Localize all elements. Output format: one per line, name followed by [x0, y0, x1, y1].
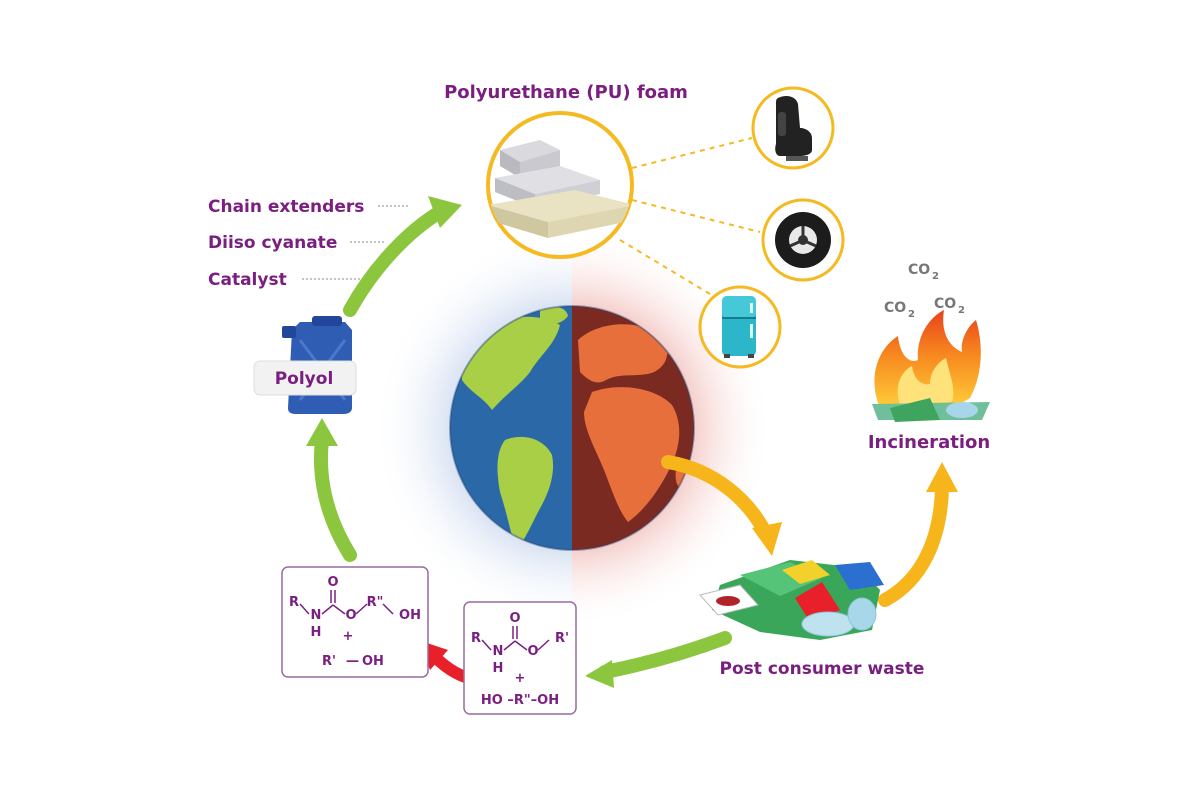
- label-catalyst: Catalyst: [208, 270, 287, 290]
- svg-text:N: N: [493, 644, 504, 659]
- orange-arrow-to-incineration: [878, 462, 958, 607]
- svg-text:O: O: [509, 611, 520, 626]
- svg-text:R': R': [322, 654, 336, 669]
- co2-label-right: CO 2: [934, 296, 965, 316]
- svg-text:2: 2: [958, 305, 965, 316]
- svg-text:O: O: [345, 608, 356, 623]
- svg-text:CO: CO: [884, 300, 906, 316]
- diagram-title: Polyurethane (PU) foam: [444, 82, 688, 103]
- label-post-consumer-waste: Post consumer waste: [720, 659, 925, 679]
- svg-text:R: R: [471, 631, 481, 646]
- svg-text:2: 2: [932, 271, 939, 282]
- green-arrow-waste-to-chem: [585, 631, 732, 688]
- svg-text:O: O: [527, 644, 538, 659]
- foam-slabs-icon: [486, 111, 634, 259]
- svg-text:R': R': [555, 631, 569, 646]
- svg-text:—: —: [346, 654, 359, 669]
- product-connectors: [619, 137, 761, 301]
- jerrycan-icon: [253, 316, 357, 414]
- svg-text:CO: CO: [934, 296, 956, 312]
- label-diisocyanate: Diiso cyanate: [208, 233, 337, 253]
- plastic-waste-icon: [699, 560, 884, 640]
- svg-text:R": R": [367, 595, 384, 610]
- orange-arrow-to-waste: [661, 455, 782, 556]
- refrigerator-icon: [698, 285, 782, 369]
- label-chain-extenders: Chain extenders: [208, 197, 364, 217]
- co2-label-left: CO 2: [884, 300, 915, 320]
- svg-text:H: H: [311, 625, 322, 640]
- green-arrow-to-foam: [343, 196, 462, 317]
- fire-icon: [872, 310, 990, 422]
- svg-text:HO –R"–OH: HO –R"–OH: [481, 693, 559, 708]
- svg-text:N: N: [311, 608, 322, 623]
- car-seat-icon: [751, 86, 835, 170]
- co2-label-top: CO 2: [908, 262, 939, 282]
- label-incineration: Incineration: [868, 432, 990, 453]
- svg-text:+: +: [515, 671, 526, 686]
- chem-left-structure: O R N H O R" OH + R' — OH: [289, 575, 421, 669]
- svg-text:OH: OH: [362, 654, 384, 669]
- chem-box-middle: [463, 601, 577, 715]
- chem-box-left: [281, 566, 429, 678]
- input-leaders: [302, 205, 410, 280]
- svg-text:O: O: [327, 575, 338, 590]
- svg-text:OH: OH: [399, 608, 421, 623]
- svg-text:CO: CO: [908, 262, 930, 278]
- svg-text:H: H: [493, 661, 504, 676]
- label-polyol: Polyol: [275, 369, 334, 389]
- chem-left-bonds: [299, 590, 394, 615]
- svg-text:R: R: [289, 595, 299, 610]
- green-arrow-to-polyol: [306, 418, 357, 562]
- chem-mid-bonds: [481, 626, 550, 651]
- wheel-icon: [761, 198, 845, 282]
- chem-mid-structure: O R N H O R' + HO –R"–OH: [471, 611, 569, 708]
- svg-text:+: +: [343, 629, 354, 644]
- svg-text:2: 2: [908, 309, 915, 320]
